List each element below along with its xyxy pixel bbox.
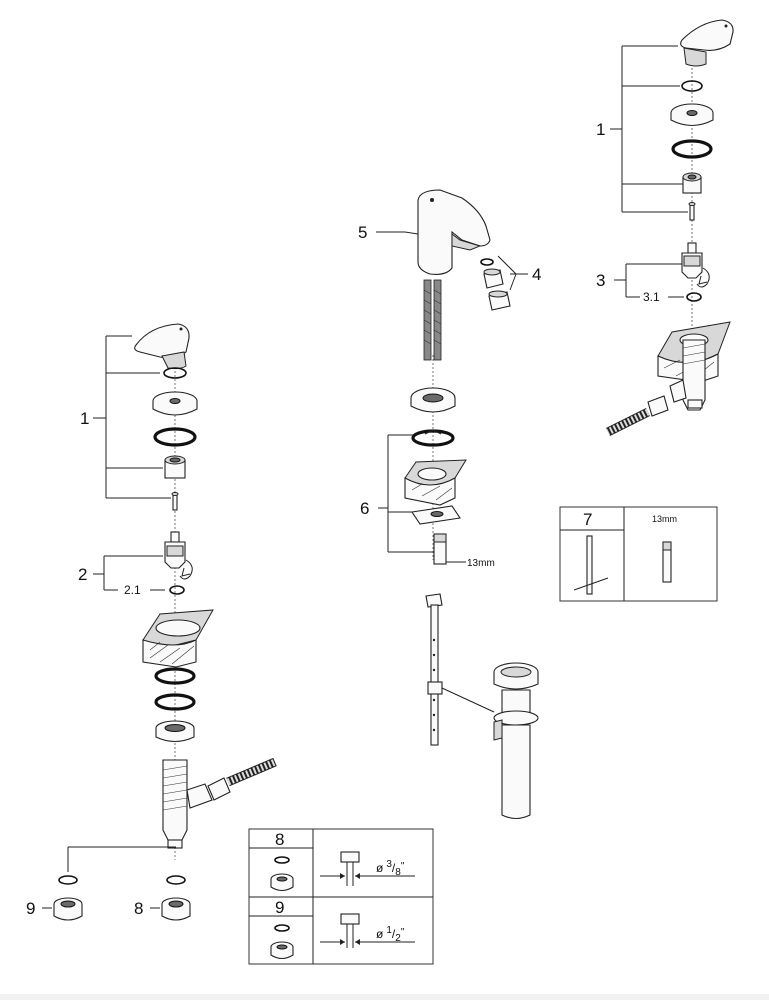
left-supply-hose (207, 757, 277, 801)
left-washer-2 (154, 693, 196, 711)
row2-pipe-diameter-icon (320, 913, 415, 948)
left-cartridge-bracket (93, 555, 165, 591)
row2-adapter-icon (270, 924, 294, 960)
tool-box: 7 13mm (559, 506, 718, 602)
right-large-oring (671, 139, 713, 159)
right-small-ring (681, 80, 703, 92)
callout-aerator: 4 (532, 265, 541, 284)
label-wrench-size-box: 13mm (652, 514, 677, 524)
bottom-bar (0, 994, 769, 1000)
row2-fraction-num: 1 (386, 925, 392, 936)
center-gasket (411, 429, 455, 447)
callout-right-cartridge: 3 (596, 271, 605, 290)
row2-diameter-symbol: ø (376, 927, 384, 941)
bottom-right-adapter (161, 875, 191, 921)
row1-adapter-icon (270, 856, 294, 892)
mounting-set-bracket (378, 434, 434, 553)
left-washer-1 (154, 667, 196, 685)
tool-socket-icon (662, 541, 672, 583)
left-cartridge-oring (169, 585, 185, 595)
row1-pipe-diameter-icon (320, 851, 415, 886)
table-row1-number: 8 (275, 830, 284, 849)
row2-unit: " (401, 927, 405, 938)
right-cartridge-oring (686, 292, 702, 302)
right-group-bracket (610, 45, 688, 213)
left-adapter-sleeve (164, 455, 186, 479)
right-adapter-sleeve (682, 172, 702, 194)
row1-diameter-symbol: ø (376, 861, 384, 875)
bottom-left-adapter (53, 875, 83, 921)
row1-unit: " (401, 861, 405, 872)
right-handle (680, 19, 734, 67)
center-fixing-plate (411, 505, 461, 525)
center-countertop-section (404, 459, 467, 506)
left-group-bracket (93, 335, 171, 499)
callout-left-handle-group: 1 (80, 409, 89, 428)
aerator-parts (480, 258, 511, 311)
callout-mounting-set: 6 (360, 499, 369, 518)
aerator-bracket (497, 255, 528, 291)
left-handle (134, 323, 190, 370)
adapter-table: 8 9 (248, 828, 434, 965)
spout-body (404, 189, 491, 275)
label-wrench-size-center: 13mm (467, 558, 495, 569)
row1-fraction-den: 8 (395, 867, 401, 878)
row1-fraction-num: 3 (386, 859, 392, 870)
spout-base-ring (410, 387, 456, 413)
left-valve-assembly: 1 2 2.1 9 8 (26, 323, 277, 921)
right-escutcheon (670, 103, 714, 127)
callout-right-cartridge-oring: 3.1 (643, 290, 660, 304)
left-countertop-section (142, 609, 214, 668)
left-locknut (155, 720, 195, 743)
left-small-ring (163, 367, 187, 379)
center-nut (433, 533, 447, 565)
right-screw (688, 202, 696, 221)
bottom-adapter-bracket (67, 846, 176, 872)
popup-drain (493, 662, 539, 820)
popup-rod (425, 593, 495, 746)
table-row2-number: 9 (275, 898, 284, 917)
tool-wrench-icon (573, 535, 609, 595)
callout-bottom-right-nut: 8 (134, 899, 143, 918)
callout-left-cartridge-oring: 2.1 (124, 583, 141, 597)
right-cartridge (681, 242, 710, 288)
callout-right-handle-group: 1 (596, 120, 605, 139)
left-screw (171, 492, 179, 511)
right-supply-hose (605, 395, 669, 437)
left-cartridge (164, 531, 193, 580)
supply-hoses-center (423, 279, 442, 361)
center-spout-assembly: 4 5 13mm (358, 189, 541, 820)
left-large-oring (153, 427, 197, 447)
callout-tool: 7 (583, 510, 592, 529)
left-valve-body (162, 759, 213, 849)
callout-spout: 5 (358, 223, 367, 242)
left-escutcheon (152, 391, 198, 416)
callout-left-cartridge: 2 (78, 565, 87, 584)
callout-bottom-left-nut: 9 (26, 899, 35, 918)
row2-fraction-den: 2 (395, 933, 401, 944)
right-cartridge-bracket (614, 263, 684, 298)
right-valve-assembly: 1 3 3.1 (596, 19, 734, 437)
right-valve-body (669, 339, 706, 411)
